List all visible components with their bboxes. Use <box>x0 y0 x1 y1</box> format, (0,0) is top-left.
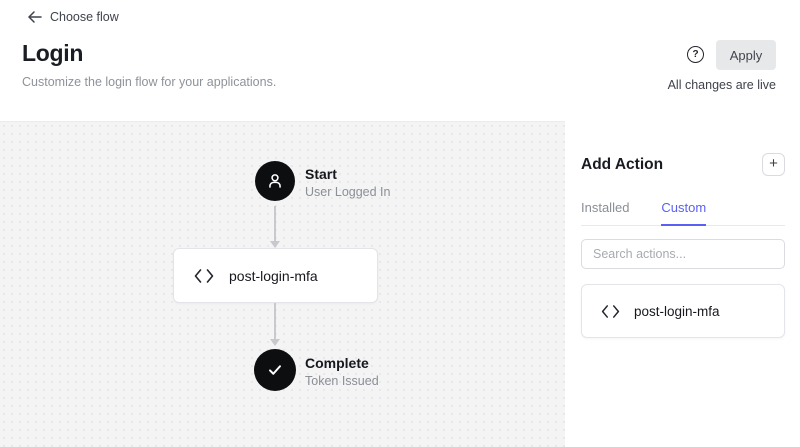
status-text: All changes are live <box>667 78 776 92</box>
back-link[interactable]: Choose flow <box>28 10 119 24</box>
page-title: Login <box>22 40 84 66</box>
flow-canvas[interactable]: Start User Logged In post-login-mfa Comp… <box>0 121 565 447</box>
back-link-label: Choose flow <box>50 10 119 24</box>
apply-button[interactable]: Apply <box>716 40 776 70</box>
start-node-labels: Start User Logged In <box>305 166 390 199</box>
user-icon <box>264 170 286 192</box>
action-list-item[interactable]: post-login-mfa <box>581 284 785 338</box>
start-node[interactable] <box>255 161 295 201</box>
panel-title: Add Action <box>581 155 664 173</box>
action-list-item-label: post-login-mfa <box>634 303 720 319</box>
check-icon <box>265 360 285 380</box>
start-node-subtitle: User Logged In <box>305 185 391 199</box>
add-action-panel: Add Action + Installed Custom post-login… <box>565 121 800 447</box>
arrow-left-icon <box>28 11 42 23</box>
page-subtitle: Customize the login flow for your applic… <box>22 75 277 89</box>
complete-node-subtitle: Token Issued <box>305 374 379 388</box>
edge-start-to-action <box>268 206 282 248</box>
plus-icon: + <box>769 155 778 172</box>
complete-node-title: Complete <box>305 355 369 371</box>
panel-tabs: Installed Custom <box>581 200 785 226</box>
panel-header: Add Action + <box>581 153 785 176</box>
tab-custom[interactable]: Custom <box>661 200 707 226</box>
code-icon <box>601 304 620 318</box>
edge-action-to-complete <box>268 303 282 346</box>
start-node-title: Start <box>305 166 337 182</box>
code-icon <box>194 268 214 283</box>
add-action-button[interactable]: + <box>762 153 785 176</box>
help-icon[interactable]: ? <box>687 46 704 63</box>
arrow-down-icon <box>270 241 280 248</box>
search-actions-input[interactable] <box>581 239 785 269</box>
arrow-down-icon <box>270 339 280 346</box>
flow-action-node[interactable]: post-login-mfa <box>173 248 378 303</box>
tab-installed[interactable]: Installed <box>581 200 630 215</box>
complete-node[interactable] <box>254 349 296 391</box>
flow-action-label: post-login-mfa <box>229 267 318 284</box>
complete-node-labels: Complete Token Issued <box>305 355 379 388</box>
page-header: Choose flow Login Customize the login fl… <box>0 0 800 121</box>
